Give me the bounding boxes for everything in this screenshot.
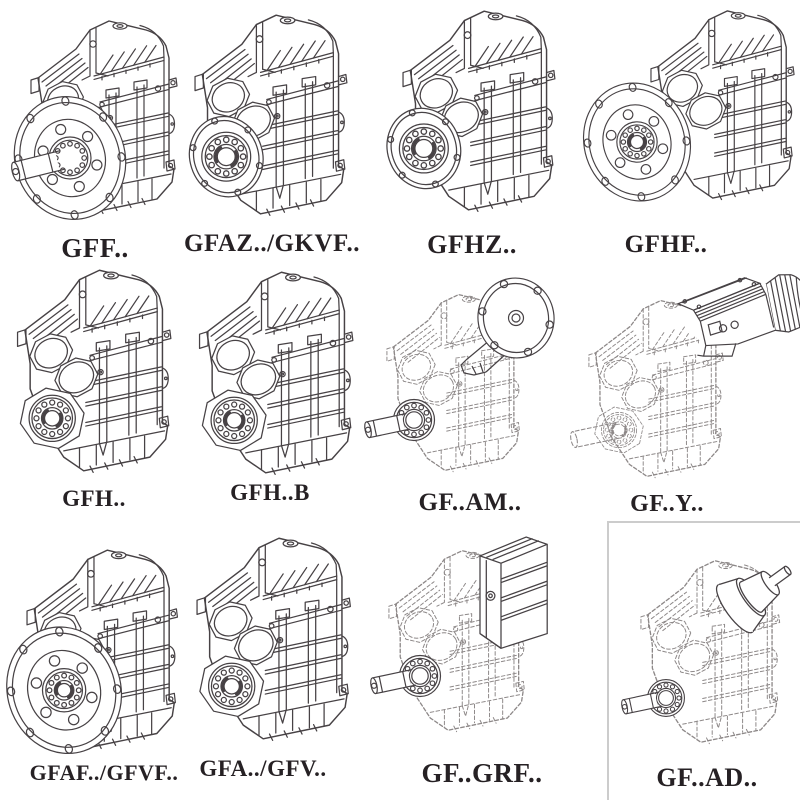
hollow-shaft-bearing: [593, 406, 645, 454]
hollow-shaft-bearing: [198, 654, 265, 718]
hollow-shaft-bearing: [201, 388, 268, 452]
label-gf-am: GF..AM..: [418, 489, 522, 516]
drawing-gfhz: [377, 10, 556, 213]
hollow-shaft-bearing: [19, 386, 86, 450]
highlight-frame: [607, 521, 800, 800]
drawing-gfa-gfv: [196, 537, 352, 742]
label-gfaf-gfvf: GFAF../GFVF..: [29, 760, 179, 785]
label-gfh-b: GFH..B: [230, 480, 310, 505]
drawing-gfaz-gkvf: [179, 14, 348, 217]
motor-adapter-flange: [460, 271, 561, 376]
drawing-gfaf-gfvf: [0, 549, 179, 770]
label-gfh: GFH..: [62, 486, 126, 511]
drawing-gfh: [16, 269, 172, 474]
electric-motor: [674, 265, 800, 365]
label-gfhz: GFHZ..: [427, 230, 517, 259]
output-shaft-bearing: [363, 400, 434, 441]
drawing-gf-am: [363, 271, 561, 473]
label-gfa-gfv: GFA../GFV..: [199, 756, 327, 781]
label-gf-y: GF..Y..: [630, 491, 704, 517]
label-gf-ad: GF..AD..: [656, 763, 758, 792]
drawing-gfhf: [567, 10, 795, 216]
hollow-bore: [53, 679, 76, 702]
drawing-gf-y: [570, 265, 800, 479]
input-fin-housing: [479, 536, 548, 649]
label-gff: GFF..: [61, 233, 129, 263]
hollow-bore: [626, 131, 648, 153]
label-gfhf: GFHF..: [624, 231, 708, 258]
drawing-gf-grf: [369, 536, 548, 733]
label-gfaz-gkvf: GFAZ../GKVF..: [184, 230, 360, 257]
output-shaft-bearing: [369, 656, 440, 697]
drawing-gfh-b: [198, 271, 354, 476]
drawing-gff: [0, 20, 178, 235]
output-flange-large: [0, 81, 143, 235]
label-gf-grf: GF..GRF..: [421, 758, 543, 788]
